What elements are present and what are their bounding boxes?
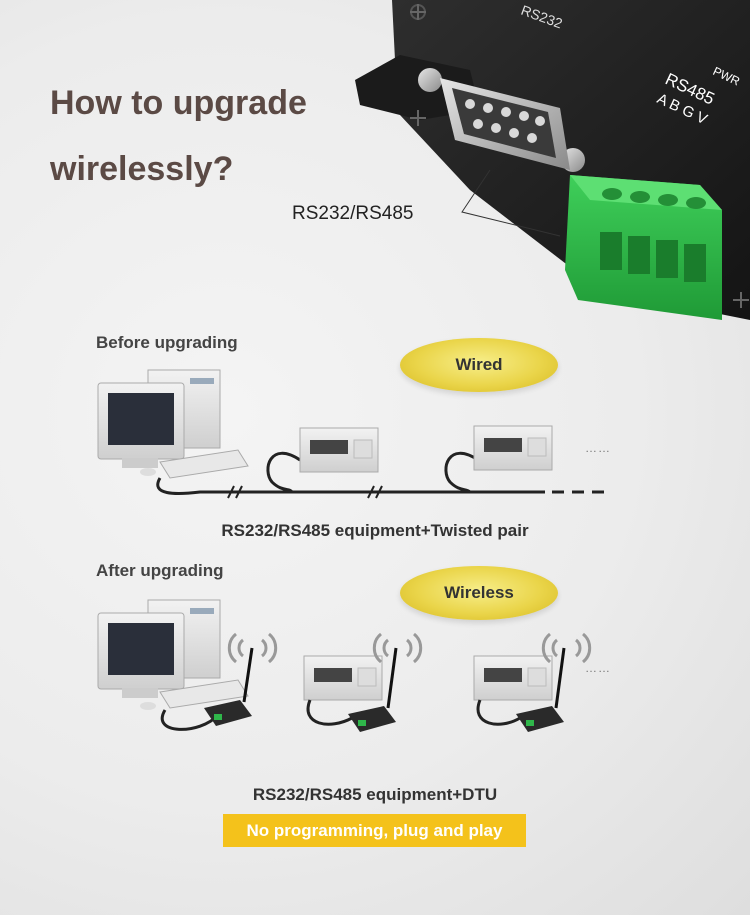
wired-badge: Wired: [400, 338, 558, 392]
wireless-signal-icon: [372, 632, 423, 664]
twisted-pair-cable: [156, 451, 604, 499]
before-caption: RS232/RS485 equipment+Twisted pair: [221, 521, 529, 540]
dtu-module-icon: [204, 647, 254, 726]
dtu-module-icon: [348, 647, 398, 732]
serial-cable: [160, 709, 220, 731]
screw-icon: [410, 4, 426, 20]
more-devices-ellipsis: ……: [585, 661, 611, 675]
serial-cable: [476, 699, 521, 726]
tagline-banner: No programming, plug and play: [223, 814, 526, 847]
plc-device-icon: [303, 655, 383, 701]
before-upgrading-title: Before upgrading: [96, 333, 238, 352]
port-label: RS232/RS485: [292, 203, 414, 224]
headline: How to upgrade wirelessly?: [50, 70, 370, 202]
db9-connector-icon: [418, 68, 585, 172]
after-caption: RS232/RS485 equipment+DTU: [252, 785, 498, 804]
terminal-block-icon: [565, 175, 722, 320]
headline-line-2: wirelessly?: [50, 150, 234, 188]
computer-icon: [97, 599, 249, 710]
computer-icon: [97, 369, 249, 479]
screw-icon: [410, 110, 426, 126]
dtu-module-icon: [516, 647, 566, 732]
screw-icon: [733, 292, 749, 308]
after-upgrading-title: After upgrading: [96, 561, 224, 580]
wireless-signal-icon: [541, 632, 592, 664]
wireless-signal-icon: [227, 632, 278, 664]
dtu-device-closeup: RS232 PWR RS485 A B G V: [355, 0, 750, 320]
wireless-badge: Wireless: [400, 566, 558, 620]
headline-line-1: How to upgrade: [50, 84, 307, 122]
callout-line: [461, 169, 561, 237]
plc-device-icon: [473, 425, 553, 471]
plc-device-icon: [473, 655, 553, 701]
plc-device-icon: [299, 427, 379, 473]
more-devices-ellipsis: ……: [585, 441, 611, 455]
serial-cable: [306, 699, 353, 726]
